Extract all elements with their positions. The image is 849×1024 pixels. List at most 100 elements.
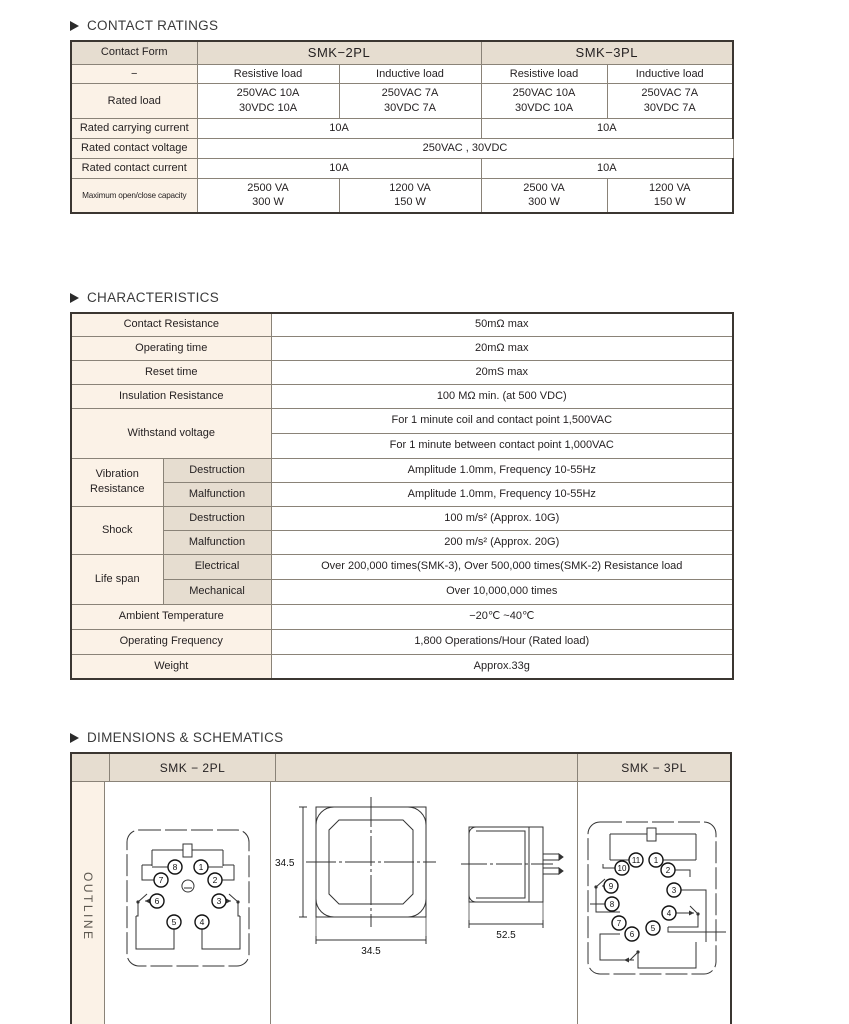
pin-label: 8 — [173, 862, 178, 872]
row-label-contact-resistance: Contact Resistance — [69, 312, 272, 337]
row-label-shock: Shock — [70, 505, 164, 555]
header-smk-3pl: SMK − 3PL — [621, 760, 687, 775]
dimensions-table: SMK − 2PL SMK − 3PL OUTLINE — [70, 752, 732, 1024]
value-line: 250VAC 7A — [381, 87, 439, 100]
table-row: Life span Electrical Over 200,000 times(… — [70, 553, 735, 605]
cell-contact-voltage: 250VAC , 30VDC — [196, 137, 734, 159]
cell-load-type: Inductive load — [338, 63, 482, 85]
cell-weight: Approx.33g — [270, 653, 735, 680]
dim-width-label: 34.5 — [361, 946, 381, 957]
cell-contact-current-2pl: 10A — [196, 157, 482, 179]
pin-label: 1 — [654, 856, 659, 865]
pin-label: 11 — [632, 856, 641, 865]
triangle-bullet-icon — [70, 292, 79, 303]
pin-label: 9 — [609, 882, 614, 891]
cell-carrying-current-2pl: 10A — [196, 118, 482, 139]
value-line: 1200 VA — [389, 181, 431, 194]
header-spacer — [72, 754, 110, 781]
value-line: 150 W — [394, 196, 426, 209]
pin-label: 5 — [172, 917, 177, 927]
pin-label: 1 — [199, 862, 204, 872]
table-row: Rated load 250VAC 10A 30VDC 10A 250VAC 7… — [70, 83, 734, 120]
sub-label-electrical: Electrical — [162, 553, 272, 580]
dimension-drawings: 34.5 34.5 52.5 — [271, 782, 578, 1024]
row-label-rated-load: Rated load — [70, 83, 198, 120]
table-row: Malfunction Amplitude 1.0mm, Frequency 1… — [71, 481, 735, 507]
cell-model-smk2pl: SMK−2PL — [196, 39, 482, 65]
sub-label-destruction: Destruction — [162, 457, 272, 483]
schematic-smk-3pl: 1 2 3 4 5 6 7 — [578, 782, 730, 1024]
table-row: Operating Frequency 1,800 Operations/Hou… — [69, 628, 735, 655]
value-line: 300 W — [528, 196, 560, 209]
row-label-max-open-close-capacity: Maximum open/close capacity — [70, 177, 198, 215]
sub-label-mechanical: Mechanical — [162, 578, 272, 605]
row-label-operating-frequency: Operating Frequency — [69, 628, 272, 655]
pin-label: 4 — [200, 917, 205, 927]
cell-withstand-voltage-coil: For 1 minute coil and contact point 1,50… — [270, 407, 735, 434]
pin-label: 3 — [672, 886, 677, 895]
value-line: 30VDC 10A — [238, 102, 298, 115]
value-line: 250VAC 7A — [641, 87, 699, 100]
table-row: Contact Resistance 50mΩ max — [69, 312, 735, 337]
cell-load-type: Inductive load — [606, 63, 734, 85]
cell-operating-frequency: 1,800 Operations/Hour (Rated load) — [270, 628, 735, 655]
row-label-vibration-resistance: Vibration Resistance — [70, 457, 164, 507]
sub-label-malfunction: Malfunction — [162, 481, 272, 507]
section-contact-ratings: CONTACT RATINGS Contact Form SMK−2PL SMK… — [70, 18, 734, 215]
triangle-bullet-icon — [70, 20, 79, 31]
outline-label-text: OUTLINE — [81, 872, 95, 942]
dimensions-table-body: OUTLINE — [72, 782, 730, 1024]
schematic-smk-2pl: 1 2 3 4 5 6 7 — [105, 782, 271, 1024]
section-title: CHARACTERISTICS — [87, 290, 220, 305]
row-label-operating-time: Operating time — [69, 335, 272, 361]
header-smk-2pl: SMK − 2PL — [110, 754, 276, 781]
cell-operating-time: 20mΩ max — [270, 335, 735, 361]
cell-rated-load: 250VAC 10A 30VDC 10A — [196, 83, 340, 120]
table-row: Rated contact current 10A 10A — [70, 157, 734, 179]
row-label-insulation-resistance: Insulation Resistance — [69, 383, 272, 409]
cell-rated-load: 250VAC 7A 30VDC 7A — [338, 83, 482, 120]
table-row: Rated contact voltage 250VAC , 30VDC — [70, 137, 734, 159]
dim-height-label: 34.5 — [275, 858, 295, 869]
row-label-rated-carrying-current: Rated carrying current — [70, 118, 198, 139]
cell-shock-malfunction: 200 m/s² (Approx. 20G) — [270, 529, 735, 555]
row-label-ambient-temperature: Ambient Temperature — [69, 603, 272, 630]
cell-rated-load: 250VAC 10A 30VDC 10A — [480, 83, 608, 120]
section-heading-contact-ratings: CONTACT RATINGS — [70, 18, 732, 33]
row-label-withstand-voltage: Withstand voltage — [69, 407, 272, 459]
value-line: 2500 VA — [247, 181, 289, 194]
triangle-bullet-icon — [70, 732, 79, 743]
table-row: Maximum open/close capacity 2500 VA 300 … — [70, 177, 734, 215]
row-label-rated-contact-current: Rated contact current — [70, 157, 198, 179]
row-label-rated-contact-voltage: Rated contact voltage — [70, 137, 198, 159]
section-heading-characteristics: CHARACTERISTICS — [70, 290, 732, 305]
pin-label: 7 — [617, 919, 622, 928]
cell-capacity: 2500 VA 300 W — [480, 177, 608, 215]
value-line: 30VDC 7A — [384, 102, 436, 115]
table-row: Shock Destruction 100 m/s² (Approx. 10G) — [70, 505, 735, 555]
characteristics-table: Contact Resistance 50mΩ max Operating ti… — [69, 312, 735, 680]
header-middle — [276, 754, 578, 781]
section-dimensions-schematics: DIMENSIONS & SCHEMATICS SMK − 2PL SMK − … — [70, 730, 732, 1024]
value-line: 150 W — [653, 196, 686, 209]
contact-ratings-table: Contact Form SMK−2PL SMK−3PL − Resistive… — [70, 39, 734, 215]
value-line: 30VDC 7A — [643, 102, 696, 115]
schematic-2pl-drawing: 1 2 3 4 5 6 7 — [126, 829, 250, 967]
cell-rated-load: 250VAC 7A 30VDC 7A — [606, 83, 734, 120]
pin-label: 6 — [155, 896, 160, 906]
cell-dash: − — [70, 63, 198, 85]
cell-life-mechanical: Over 10,000,000 times — [270, 578, 735, 605]
table-row: Mechanical Over 10,000,000 times — [71, 578, 735, 605]
row-label-life-span: Life span — [70, 553, 164, 605]
pin-label: 10 — [618, 864, 627, 873]
table-row: Withstand voltage For 1 minute coil and … — [69, 407, 735, 459]
cell-load-type: Resistive load — [196, 63, 340, 85]
section-title: CONTACT RATINGS — [87, 18, 219, 33]
table-row: Insulation Resistance 100 MΩ min. (at 50… — [69, 383, 735, 409]
cell-capacity: 2500 VA 300 W — [196, 177, 340, 215]
cell-life-electrical: Over 200,000 times(SMK-3), Over 500,000 … — [270, 553, 735, 580]
pin-label: 2 — [213, 875, 218, 885]
cell-carrying-current-3pl: 10A — [480, 118, 734, 139]
table-row: − Resistive load Inductive load Resistiv… — [70, 63, 734, 85]
